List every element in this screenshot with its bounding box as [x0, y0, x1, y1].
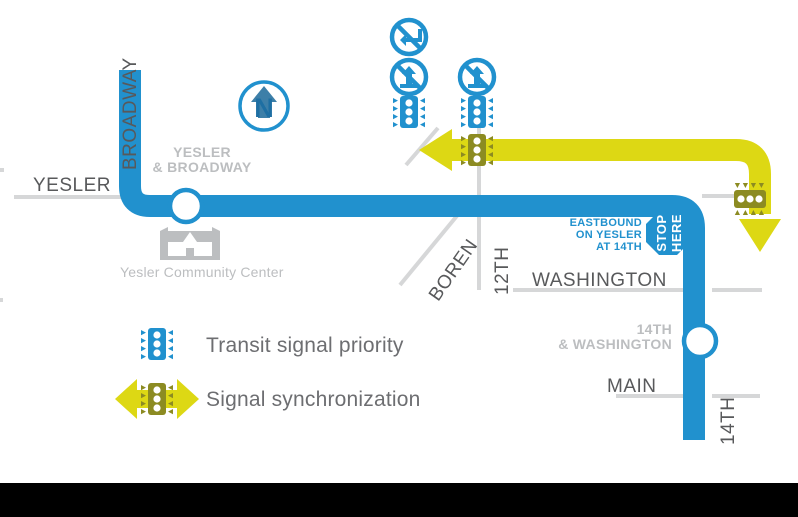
station-label-line1: YESLER: [173, 144, 231, 160]
station-label-line2: & WASHINGTON: [558, 336, 672, 352]
station-label-yesler-broadway: YESLER & BROADWAY: [152, 145, 252, 175]
stop-sign-icon: STOP HERE: [646, 211, 690, 255]
north-arrow-icon: N: [238, 80, 290, 132]
sync-arrow-south: [739, 219, 781, 252]
sync-arrow-west: [419, 129, 452, 171]
station-dots: [167, 187, 719, 360]
legend-signal-synchronization-icon: [115, 379, 199, 419]
svg-text:HERE: HERE: [669, 214, 684, 252]
eastbound-line3: AT 14TH: [596, 241, 642, 253]
tsp-signal-boren: [393, 96, 425, 128]
station-label-line2: & BROADWAY: [152, 159, 252, 175]
eastbound-callout: EASTBOUND ON YESLER AT 14TH: [566, 217, 642, 253]
street-label-14th: 14TH: [718, 396, 739, 445]
svg-text:N: N: [254, 93, 274, 123]
street-label-12th: 12TH: [492, 246, 513, 295]
no-left-turn-icon: [392, 20, 426, 54]
station-label-line1: 14TH: [636, 321, 672, 337]
eastbound-line1: EASTBOUND: [569, 217, 642, 229]
signal-synchronization-corridor: [419, 129, 781, 252]
street-label-washington: WASHINGTON: [532, 270, 667, 291]
legend-label-transit-signal-priority: Transit signal priority: [206, 334, 404, 357]
svg-text:STOP: STOP: [654, 214, 669, 251]
legend-transit-signal-priority-icon: [141, 328, 173, 360]
station-dot-yesler-broadway: [167, 187, 205, 225]
grid-line-boren-upper: [404, 126, 440, 167]
street-label-main: MAIN: [607, 376, 657, 397]
station-dot-14th-washington: [681, 322, 719, 360]
no-through-movement-icon-12th: [460, 60, 494, 94]
tsp-signal-12th: [461, 96, 493, 128]
street-label-broadway: BROADWAY: [120, 57, 141, 170]
legend-label-signal-synchronization: Signal synchronization: [206, 388, 421, 411]
building-icon: [160, 227, 220, 260]
no-through-movement-icon-boren: [392, 60, 426, 94]
transit-route-line: [119, 70, 705, 440]
landmark-label-yesler-community-center: Yesler Community Center: [120, 264, 284, 280]
eastbound-line2: ON YESLER: [575, 229, 642, 241]
street-label-yesler: YESLER: [33, 175, 111, 196]
station-label-14th-washington: 14TH & WASHINGTON: [538, 322, 672, 352]
footer-bar: [0, 483, 798, 517]
